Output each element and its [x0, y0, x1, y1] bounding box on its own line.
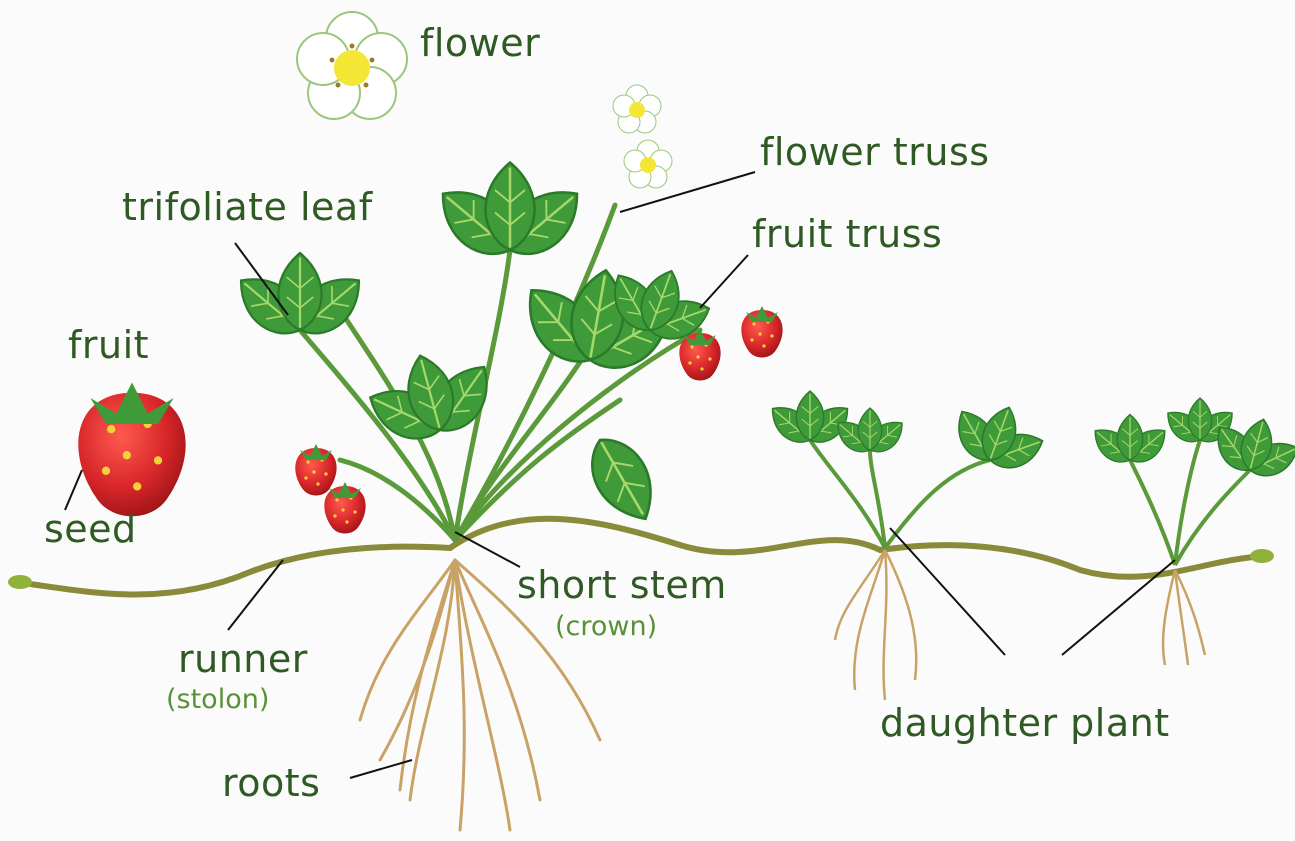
leader-short-stem: [455, 532, 520, 567]
label-fruit-truss: fruit truss: [752, 215, 942, 253]
label-runner: runner: [178, 640, 308, 678]
label-crown: (crown): [555, 613, 657, 640]
label-flower-truss: flower truss: [760, 133, 990, 171]
label-flower: flower: [420, 24, 540, 62]
label-short-stem: short stem: [517, 566, 727, 604]
label-fruit: fruit: [68, 326, 149, 364]
leader-seed: [65, 470, 82, 510]
flower-truss-flowers: [613, 85, 672, 188]
label-daughter-plant: daughter plant: [880, 704, 1170, 742]
leader-fruit-truss: [700, 255, 748, 308]
label-seed: seed: [44, 510, 137, 548]
large-flower: [297, 12, 407, 119]
runner-tip-left: [8, 575, 32, 589]
label-trifoliate-leaf: trifoliate leaf: [122, 188, 373, 226]
runner-tip-right: [1250, 549, 1274, 563]
label-roots: roots: [222, 764, 320, 802]
big-strawberry: [78, 382, 185, 516]
label-stolon: (stolon): [166, 686, 269, 713]
daughter-plant-2: [1087, 398, 1295, 665]
